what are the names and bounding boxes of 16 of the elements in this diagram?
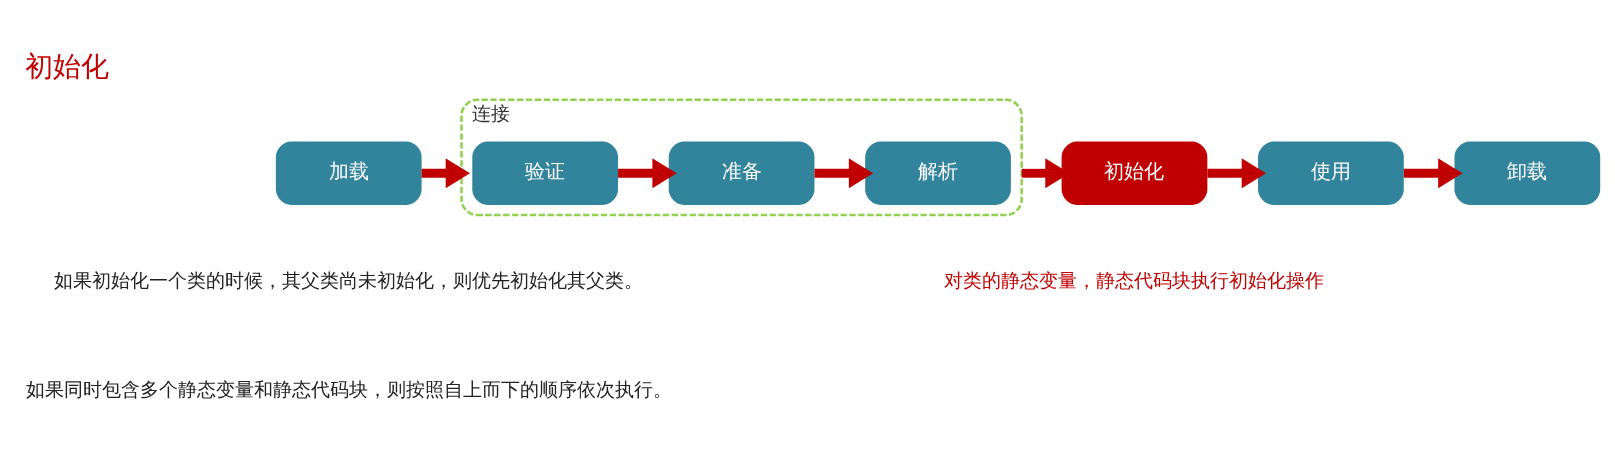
arrow bbox=[421, 157, 470, 188]
node-box: 使用 bbox=[1258, 141, 1404, 205]
arrow bbox=[618, 157, 677, 188]
node-label: 对类的静态变量，静态代码块执行初始化操作 bbox=[944, 268, 1325, 291]
arrow bbox=[1403, 157, 1463, 188]
node-box: 验证 bbox=[472, 141, 619, 205]
node-box: 初始化 bbox=[1061, 141, 1208, 205]
node-box: 准备 bbox=[668, 141, 815, 205]
node-box: 加载 bbox=[275, 141, 422, 205]
arrow bbox=[814, 157, 874, 188]
label: 如果初始化一个类的时候，其父类尚未初始化，则优先初始化其父类。 bbox=[54, 268, 644, 291]
diagram-title: 初始化 bbox=[24, 49, 109, 83]
node-box: 解析 bbox=[865, 141, 1011, 205]
label: 如果同时包含多个静态变量和静态代码块，则按照自上而下的顺序依次执行。 bbox=[25, 377, 672, 400]
arrow bbox=[1207, 157, 1267, 188]
node-box: 卸载 bbox=[1454, 141, 1601, 205]
